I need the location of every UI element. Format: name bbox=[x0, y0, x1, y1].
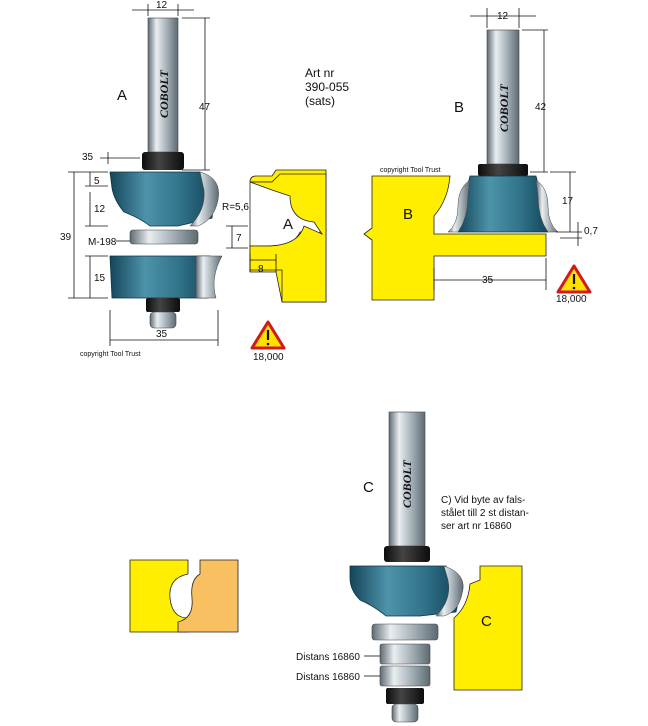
tool-b-copyright: copyright Tool Trust bbox=[380, 167, 441, 174]
joint-right-piece bbox=[177, 559, 239, 633]
tool-a-washer bbox=[149, 311, 177, 329]
tool-a-collar bbox=[142, 152, 184, 170]
tool-b-warning-icon bbox=[556, 264, 592, 294]
tool-c-letter: C bbox=[363, 479, 374, 496]
tool-a-dim-5: 5 bbox=[94, 176, 100, 187]
tool-c-collar bbox=[384, 546, 430, 562]
profile-b-dim-35: 35 bbox=[482, 275, 494, 286]
profile-c: C bbox=[453, 565, 523, 691]
tool-c-spacer-label-1: Distans 16860 bbox=[296, 652, 360, 663]
tool-a-lower-blade bbox=[195, 255, 223, 299]
tool-a-upper-blade bbox=[189, 171, 219, 227]
profile-a-letter: A bbox=[283, 216, 293, 233]
profile-a: A R=5,6 7 8 bbox=[222, 169, 327, 303]
tool-a-dim-15: 15 bbox=[94, 273, 106, 284]
art-number: 390-055 bbox=[305, 80, 349, 94]
tool-a: A COBOLT bbox=[60, 0, 286, 363]
tool-c-bearing bbox=[371, 623, 439, 641]
tool-a-bearing bbox=[129, 229, 199, 245]
tool-c-blade bbox=[435, 565, 464, 617]
tool-b-dim-17: 17 bbox=[562, 196, 574, 207]
tool-b-letter: B bbox=[454, 99, 464, 116]
tool-a-dim-bottom-width: 35 bbox=[156, 329, 168, 340]
tool-c-note-line-1: C) Vid byte av fals- bbox=[441, 495, 525, 506]
tool-a-brand: COBOLT bbox=[157, 70, 171, 118]
tool-b-dim-shank: 12 bbox=[497, 11, 509, 22]
tool-b: B COBOLT 12 42 17 0,7 copyright Tool Tru… bbox=[380, 8, 598, 305]
article-header: Art nr 390-055 (sats) bbox=[305, 66, 349, 108]
tool-b-left-blade bbox=[447, 179, 471, 233]
joint-left-piece bbox=[129, 559, 189, 633]
art-label: Art nr bbox=[305, 66, 334, 80]
tool-a-dim-39: 39 bbox=[60, 232, 72, 243]
tool-a-thread: M-198 bbox=[88, 237, 117, 248]
tool-c-shank bbox=[388, 411, 426, 547]
tool-b-dim-shank-length: 42 bbox=[535, 102, 547, 113]
tool-c-cutter bbox=[349, 565, 458, 617]
set-label: (sats) bbox=[305, 94, 335, 108]
tool-c-spacer-label-2: Distans 16860 bbox=[296, 672, 360, 683]
tool-a-copyright: copyright Tool Trust bbox=[80, 351, 141, 358]
tool-c-spacer-1 bbox=[379, 643, 431, 665]
tool-c-note: C) Vid byte av fals- stålet till 2 st di… bbox=[441, 495, 529, 532]
tool-a-letter: A bbox=[117, 87, 127, 104]
tool-b-brand: COBOLT bbox=[497, 84, 511, 132]
tool-c: C COBOLT C) Vid byte av fals- stålet til… bbox=[296, 411, 529, 723]
tool-b-right-blade bbox=[535, 179, 559, 233]
tool-c-note-line-3: ser art nr 16860 bbox=[441, 521, 512, 532]
tool-b-rpm: 18,000 bbox=[556, 294, 587, 305]
tool-a-warning-icon bbox=[250, 320, 286, 350]
tool-a-rpm: 18,000 bbox=[253, 352, 284, 363]
tool-c-nut bbox=[386, 688, 424, 704]
tool-a-lower-cutter bbox=[109, 255, 211, 299]
tool-c-spacer-2 bbox=[379, 665, 431, 687]
profile-b: B 35 bbox=[363, 175, 547, 301]
tool-b-dim-0-7: 0,7 bbox=[584, 226, 598, 237]
tool-a-dim-shank: 12 bbox=[156, 0, 168, 11]
profile-a-radius: R=5,6 bbox=[222, 202, 249, 213]
tool-a-dim-top-width: 35 bbox=[82, 152, 94, 163]
tool-b-cutter bbox=[457, 175, 549, 233]
tool-b-collar bbox=[478, 164, 528, 176]
tool-c-washer bbox=[391, 703, 419, 723]
profile-c-letter: C bbox=[481, 613, 492, 630]
tool-c-note-line-2: stålet till 2 st distan- bbox=[441, 507, 529, 519]
profile-a-dim-7: 7 bbox=[236, 233, 242, 244]
profile-a-dim-8: 8 bbox=[258, 264, 264, 275]
tool-a-dim-12: 12 bbox=[94, 204, 106, 215]
profile-b-shape bbox=[363, 175, 547, 301]
joint-profile bbox=[129, 559, 239, 633]
profile-b-letter: B bbox=[403, 206, 413, 223]
tool-a-dim-shank-length: 47 bbox=[199, 102, 211, 113]
tool-c-brand: COBOLT bbox=[400, 460, 414, 508]
tool-a-nut bbox=[146, 298, 180, 312]
profile-c-shape bbox=[453, 565, 523, 691]
